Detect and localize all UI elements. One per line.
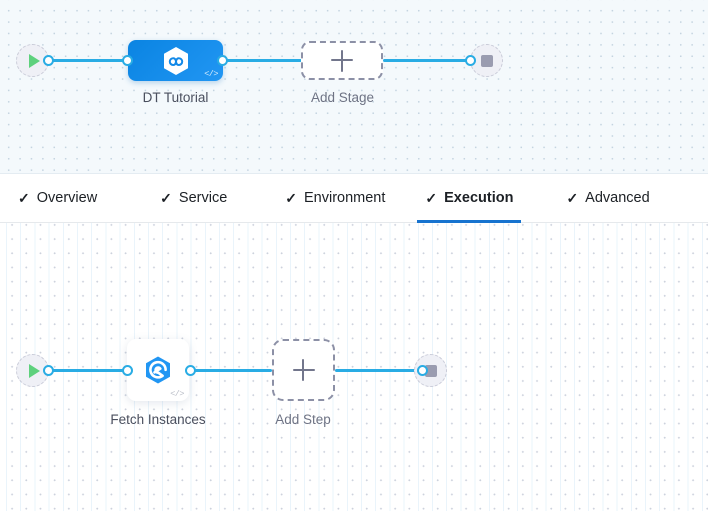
add-step-button[interactable] bbox=[272, 339, 335, 401]
tab-label: Advanced bbox=[585, 190, 650, 206]
hexagon-e-icon bbox=[146, 356, 170, 384]
tab-active-underline bbox=[417, 219, 522, 223]
step-end-port[interactable] bbox=[417, 365, 428, 376]
tab-service[interactable]: ✓ Service bbox=[160, 174, 227, 223]
tab-label: Overview bbox=[36, 190, 98, 206]
stage-end-port[interactable] bbox=[465, 55, 476, 66]
stage-node-input-port[interactable] bbox=[122, 55, 133, 66]
stage-start-node[interactable] bbox=[16, 44, 49, 77]
check-icon: ✓ bbox=[425, 190, 438, 206]
plus-icon bbox=[292, 359, 315, 381]
stage-start-port[interactable] bbox=[43, 55, 54, 66]
edge-stage-to-add bbox=[222, 59, 302, 62]
edge-add-to-end bbox=[335, 369, 420, 372]
tab-bar: ✓ Overview ✓ Service ✓ Environment ✓ Exe… bbox=[0, 174, 708, 223]
play-icon bbox=[28, 53, 40, 68]
step-node-input-port[interactable] bbox=[122, 365, 133, 376]
stage-node-output-port[interactable] bbox=[217, 55, 228, 66]
step-node-label: Fetch Instances bbox=[110, 412, 206, 427]
step-start-port[interactable] bbox=[43, 365, 54, 376]
code-badge-icon: </> bbox=[204, 69, 218, 79]
tab-overview[interactable]: ✓ Overview bbox=[18, 174, 97, 223]
add-stage-label: Add Stage bbox=[310, 90, 375, 105]
edge-add-to-end bbox=[383, 59, 468, 62]
tab-label: Service bbox=[178, 190, 228, 206]
stop-icon bbox=[480, 54, 493, 67]
add-step-label: Add Step bbox=[275, 412, 331, 427]
stage-canvas[interactable]: </> DT Tutorial Add Stage bbox=[0, 0, 708, 174]
code-badge-icon: </> bbox=[170, 389, 184, 399]
check-icon: ✓ bbox=[566, 190, 579, 206]
check-icon: ✓ bbox=[285, 190, 297, 206]
play-icon bbox=[28, 363, 40, 378]
edge-start-to-stage bbox=[48, 59, 134, 62]
tab-label: Environment bbox=[304, 190, 386, 206]
step-node-fetch-instances[interactable]: </> bbox=[127, 339, 189, 401]
edge-step-to-add bbox=[190, 369, 272, 372]
stage-node-dt-tutorial[interactable]: </> bbox=[128, 40, 223, 81]
check-icon: ✓ bbox=[18, 190, 30, 206]
hexagon-infinity-icon bbox=[163, 46, 188, 75]
stage-node-label: DT Tutorial bbox=[142, 90, 209, 105]
step-canvas[interactable]: </> Fetch Instances Add Step bbox=[0, 223, 708, 511]
edge-start-to-step bbox=[48, 369, 132, 372]
step-node-output-port[interactable] bbox=[185, 365, 196, 376]
check-icon: ✓ bbox=[160, 190, 172, 206]
add-stage-button[interactable] bbox=[301, 41, 383, 80]
plus-icon bbox=[331, 49, 353, 72]
tab-label: Execution bbox=[444, 190, 514, 206]
tab-environment[interactable]: ✓ Environment bbox=[285, 174, 385, 223]
tab-advanced[interactable]: ✓ Advanced bbox=[566, 174, 649, 223]
tab-execution[interactable]: ✓ Execution bbox=[417, 174, 522, 223]
